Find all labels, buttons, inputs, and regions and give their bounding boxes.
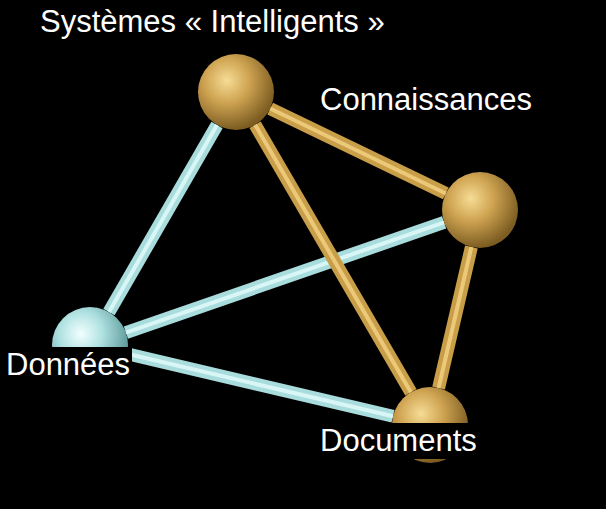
rod-highlight bbox=[270, 109, 446, 194]
sphere bbox=[198, 54, 274, 130]
node-label: Systèmes « Intelligents » bbox=[38, 4, 387, 40]
sphere bbox=[442, 172, 518, 248]
node-label: Connaissances bbox=[318, 82, 534, 118]
rod bbox=[270, 109, 446, 194]
sphere-shape bbox=[442, 172, 518, 248]
rod-connector bbox=[126, 222, 444, 332]
rod-highlight bbox=[255, 125, 411, 392]
sphere-node: Connaissances bbox=[442, 172, 518, 248]
rod bbox=[439, 247, 472, 388]
rod bbox=[109, 125, 217, 312]
sphere-node: Systèmes « Intelligents » bbox=[198, 54, 274, 130]
node-label: Données bbox=[4, 347, 132, 383]
rod-highlight bbox=[439, 247, 472, 388]
sphere-node: Données bbox=[52, 307, 128, 383]
rod-highlight bbox=[126, 222, 444, 332]
rod-connector bbox=[109, 125, 217, 312]
rod-connector bbox=[255, 125, 411, 392]
sphere-shape bbox=[198, 54, 274, 130]
sphere-node: Documents bbox=[392, 387, 468, 463]
rod-connector bbox=[127, 354, 393, 417]
rod-highlight bbox=[109, 125, 217, 312]
rod bbox=[255, 125, 411, 392]
rod-highlight bbox=[127, 354, 393, 417]
rod-connector bbox=[270, 109, 446, 194]
rod bbox=[126, 222, 444, 332]
rod-connector bbox=[439, 247, 472, 388]
rod bbox=[127, 354, 393, 417]
node-label: Documents bbox=[318, 423, 479, 459]
